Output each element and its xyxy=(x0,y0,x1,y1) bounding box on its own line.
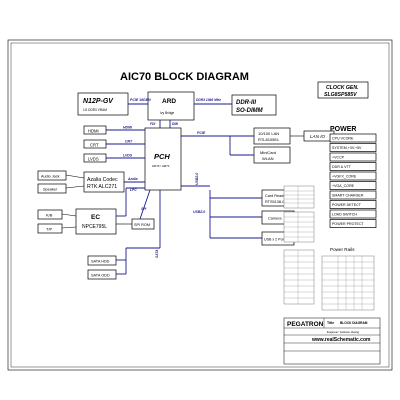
sata-odd-block xyxy=(87,269,117,280)
power-item-label: +VGA_CORE xyxy=(332,184,355,188)
sata-hdd-block xyxy=(87,255,117,266)
power-list: CPU VCORE SYSTEM,+3V,+5V +VCCP DDR & VTT +VG… xyxy=(329,133,377,228)
power-item-label: +VGFX_CORE xyxy=(332,175,357,179)
ddr-label: DDR-III xyxy=(236,100,256,106)
audio-jack-label: Audio Jack xyxy=(41,175,60,179)
clock-gen-block xyxy=(317,81,369,99)
tp-block xyxy=(37,223,63,234)
power-item-label: LOAD SWITCH xyxy=(332,213,357,217)
lan-sub-label: RTL8105EL xyxy=(258,137,280,142)
bus-label-hdmi: HDMI xyxy=(123,126,133,130)
kb-block xyxy=(37,209,63,220)
bus-label-lvds: LVDS xyxy=(123,154,133,158)
power-item-box xyxy=(329,209,377,219)
crt-label: CRT xyxy=(90,143,99,148)
tp-label: T/P xyxy=(46,227,53,232)
power-item-label: POWER PROTECT xyxy=(332,222,365,226)
power-item-label: POWER DETECT xyxy=(332,203,362,207)
power-item-label: CPU VCORE xyxy=(332,137,354,141)
bus-label-pcie16: PCIE 16GEN xyxy=(130,98,151,102)
power-rails-table xyxy=(321,255,375,311)
speaker-label: Speaker xyxy=(43,188,58,192)
bus-label-usb2b: USB2.0 xyxy=(193,210,205,214)
power-item-box xyxy=(329,190,377,200)
clock-gen-label: CLOCK GEN. xyxy=(326,85,359,91)
title-block xyxy=(283,317,381,365)
clock-gen-sub-label: SLG8SP585V xyxy=(324,92,357,98)
hdmi-label: HDMI xyxy=(88,129,99,134)
power-item-box xyxy=(329,133,377,143)
lan-io-label: LAN IO xyxy=(310,134,325,139)
power-item-box xyxy=(329,152,377,162)
bus-label-pcie: PCIE xyxy=(197,131,206,135)
connector-table-c xyxy=(283,249,315,305)
lan-label: 10/100 LAN xyxy=(258,131,279,136)
gpu-vram-label: 1G DDR3 VRAM xyxy=(83,108,107,112)
azalia-codec-label: Azalia Codec xyxy=(87,177,118,183)
cpu-label: ARD xyxy=(162,98,176,105)
ec-block xyxy=(75,208,117,235)
power-item-box xyxy=(329,181,377,190)
power-item-label: +VCCP xyxy=(332,156,345,160)
cpu-sub-label: Ivy Bridge xyxy=(160,111,174,115)
title-value: BLOCK DIAGRAM xyxy=(340,321,368,325)
gpu-label: N12P-GV xyxy=(83,98,114,105)
usb-label: USB x 2 Ports xyxy=(264,238,287,242)
diagram-title: AIC70 BLOCK DIAGRAM xyxy=(120,71,249,83)
power-item-box xyxy=(329,143,377,152)
signal-lines xyxy=(61,135,304,229)
bus-label-spi: SPI xyxy=(141,207,146,211)
bus-label-crt: CRT xyxy=(125,140,133,144)
pch-block xyxy=(144,127,182,191)
ddr-sub-label: SO-DIMM xyxy=(236,108,264,114)
brand-logo-text: PEGATRON xyxy=(287,321,324,328)
sata-odd-label: SATA ODD xyxy=(91,274,110,278)
power-item-box xyxy=(329,219,377,228)
bus-label-ddr: DDR3 1066 MHz xyxy=(196,98,221,102)
bus-label-dmi: DMI xyxy=(172,122,178,126)
bus-label-lpc: LPC xyxy=(130,188,137,192)
azalia-codec-sub-label: RTK ALC271 xyxy=(87,184,117,190)
bus-label-usb2: USB2.0 xyxy=(195,173,199,185)
minicard-label: MiniCard xyxy=(260,150,276,155)
audio-jack-block xyxy=(37,170,67,181)
power-item-label: SYSTEM,+3V,+5V xyxy=(332,146,362,150)
camera-label: Camera xyxy=(268,217,282,221)
cpu-block xyxy=(147,91,195,121)
card-reader-sub-label: RTS5138-GR xyxy=(265,200,288,204)
kb-label: K/B xyxy=(46,213,53,218)
ec-label: EC xyxy=(91,214,100,221)
lvds-label: LVDS xyxy=(88,157,99,162)
pch-sub-label: HM76 / HM70 xyxy=(152,164,170,168)
power-item-box xyxy=(329,171,377,181)
bus-label-fdi: FDI xyxy=(150,122,155,126)
title-label: Title xyxy=(327,321,334,325)
pch-label: PCH xyxy=(154,152,170,161)
connector-table-b xyxy=(283,211,315,243)
sata-hdd-label: SATA HDD xyxy=(91,260,110,264)
bus-lines xyxy=(106,103,262,275)
power-item-label: SMART CHARGER xyxy=(332,194,364,198)
card-reader-label: Card Reader xyxy=(265,194,287,198)
power-item-label: DDR & VTT xyxy=(332,165,352,169)
minicard-sub-label: WLAN xyxy=(262,156,274,161)
engineer-label: Engineer: Jackson Huang xyxy=(327,330,359,334)
power-rails-title: Power Rails xyxy=(330,247,355,252)
power-item-box xyxy=(329,162,377,171)
bus-label-sata: SATA xyxy=(155,249,159,258)
ddr-block xyxy=(231,94,277,116)
ec-sub-label: NPCE795L xyxy=(82,224,107,230)
bus-label-azalia: Azalia xyxy=(127,177,138,181)
spi-rom-label: SPI ROM xyxy=(134,223,150,227)
power-title: POWER xyxy=(330,126,356,133)
speaker-block xyxy=(37,183,67,194)
power-item-box xyxy=(329,200,377,209)
sheet-border xyxy=(7,39,393,371)
watermark-text: www.realSchematic.com xyxy=(311,337,371,343)
connector-table-a xyxy=(283,185,315,209)
